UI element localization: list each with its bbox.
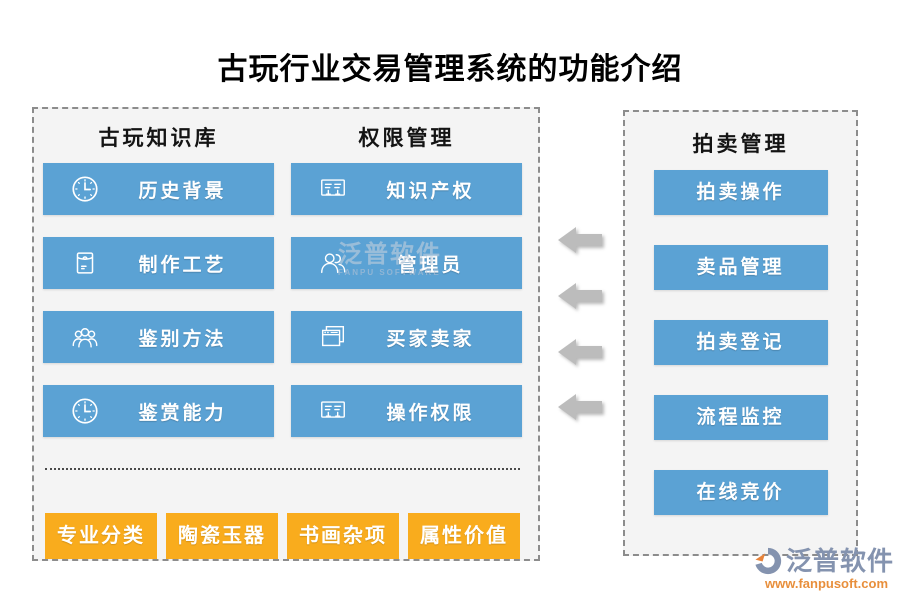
windows-icon <box>317 321 349 353</box>
feature-button-label: 买家卖家 <box>386 328 475 350</box>
feature-button-label: 操作权限 <box>386 402 475 424</box>
board-list-icon <box>317 173 349 205</box>
panel-columns: 古玩知识库 历史背景 制作工艺 鉴 <box>34 109 538 459</box>
auction-panel-header: 拍卖管理 <box>692 132 789 156</box>
logo-url: www.fanpusoft.com <box>764 576 889 591</box>
feature-button-label: 制作工艺 <box>138 254 227 276</box>
fanpu-logo: 泛普软件 www.fanpusoft.com <box>753 546 894 590</box>
feature-button-label: 鉴别方法 <box>138 328 227 350</box>
page-title: 古玩行业交易管理系统的功能介绍 <box>217 53 683 86</box>
users-icon <box>317 247 349 279</box>
auction-button-registration[interactable]: 拍卖登记 <box>653 320 828 365</box>
logo-name: 泛普软件 <box>785 546 894 576</box>
envelope-icon <box>69 247 101 279</box>
feature-button-label: 鉴赏能力 <box>138 402 227 424</box>
auction-button-process-monitoring[interactable]: 流程监控 <box>653 395 828 440</box>
feature-button-admin[interactable]: 管理员 <box>291 237 522 289</box>
clock-icon <box>69 395 101 427</box>
left-arrow-icon <box>557 224 603 256</box>
feature-button-label: 知识产权 <box>386 180 475 202</box>
feature-button-label: 管理员 <box>397 254 464 276</box>
permission-column: 权限管理 知识产权 管理员 买家卖 <box>291 113 522 459</box>
auction-button-list: 拍卖操作 卖品管理 拍卖登记 流程监控 在线竞价 <box>625 170 856 515</box>
auction-button-item-management[interactable]: 卖品管理 <box>653 245 828 290</box>
fanpu-logo-icon <box>753 546 783 576</box>
feature-button-buyer-seller[interactable]: 买家卖家 <box>291 311 522 363</box>
tag-row: 专业分类 陶瓷玉器 书画杂项 属性价值 <box>45 513 520 559</box>
auction-panel: 拍卖管理 拍卖操作 卖品管理 拍卖登记 流程监控 在线竞价 <box>623 110 858 556</box>
knowledge-column: 古玩知识库 历史背景 制作工艺 鉴 <box>43 113 274 459</box>
tag-button-attribute-value[interactable]: 属性价值 <box>408 513 520 559</box>
auction-button-operation[interactable]: 拍卖操作 <box>653 170 828 215</box>
left-arrow-icon <box>557 336 603 368</box>
auction-button-online-bidding[interactable]: 在线竞价 <box>653 470 828 515</box>
left-arrow-icon <box>557 280 603 312</box>
feature-button-appreciation[interactable]: 鉴赏能力 <box>43 385 274 437</box>
left-arrow-icon <box>557 391 603 423</box>
logo-row: 泛普软件 <box>753 546 894 576</box>
knowledge-column-header: 古玩知识库 <box>98 126 219 150</box>
tag-button-classification[interactable]: 专业分类 <box>45 513 157 559</box>
feature-button-craft[interactable]: 制作工艺 <box>43 237 274 289</box>
feature-button-operation-permission[interactable]: 操作权限 <box>291 385 522 437</box>
permission-column-header: 权限管理 <box>358 126 455 150</box>
feature-button-label: 历史背景 <box>138 180 227 202</box>
knowledge-permission-panel: 古玩知识库 历史背景 制作工艺 鉴 <box>32 107 540 561</box>
dotted-separator <box>45 468 520 470</box>
feature-button-history-background[interactable]: 历史背景 <box>43 163 274 215</box>
feature-button-identification[interactable]: 鉴别方法 <box>43 311 274 363</box>
tag-button-painting-misc[interactable]: 书画杂项 <box>287 513 399 559</box>
feature-button-intellectual-property[interactable]: 知识产权 <box>291 163 522 215</box>
board-list-icon <box>317 395 349 427</box>
group-icon <box>69 321 101 353</box>
tag-button-ceramics-jade[interactable]: 陶瓷玉器 <box>166 513 278 559</box>
clock-icon <box>69 173 101 205</box>
